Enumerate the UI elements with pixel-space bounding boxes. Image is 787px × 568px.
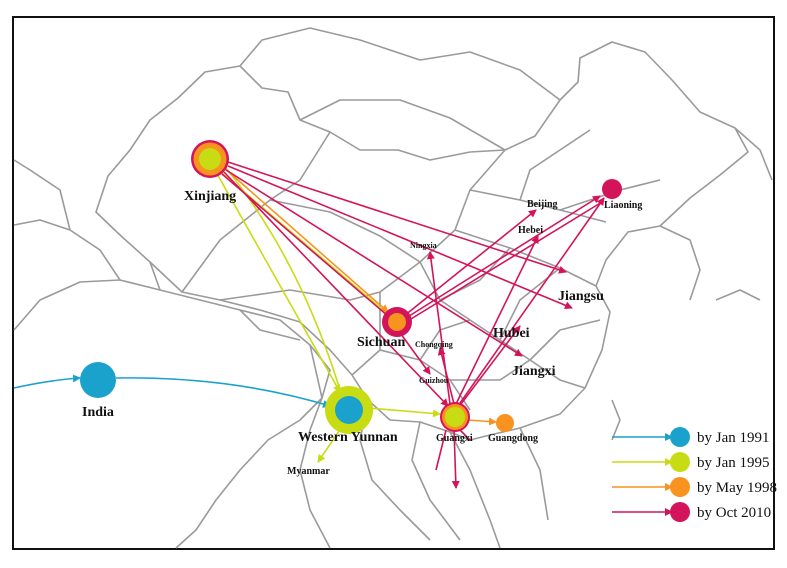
legend-item-2010: by Oct 2010 [612, 502, 771, 522]
flow-arrows [13, 161, 605, 489]
node-xinjiang [191, 140, 229, 178]
node-western-yunnan [325, 386, 373, 434]
legend-item-1995: by Jan 1995 [612, 452, 770, 472]
label-sichuan: Sichuan [357, 335, 405, 350]
arrow-1991-india-yunnan [115, 377, 331, 408]
legend-item-1991: by Jan 1991 [612, 427, 770, 447]
map-frame [12, 16, 775, 550]
label-guangxi: Guangxi [436, 433, 473, 444]
legend-label-1995: by Jan 1995 [697, 455, 770, 471]
label-guizhou: Guizhou [419, 376, 449, 385]
label-myanmar: Myanmar [287, 466, 330, 477]
label-india: India [82, 405, 114, 420]
label-ningxia: Ningxia [410, 241, 437, 250]
node-sichuan [382, 307, 412, 337]
label-guangdong: Guangdong [488, 433, 538, 444]
node-india [80, 362, 116, 398]
china-border [95, 41, 749, 441]
label-western-yunnan: Western Yunnan [298, 430, 398, 445]
label-hebei: Hebei [518, 225, 543, 236]
legend-label-1991: by Jan 1991 [697, 430, 770, 446]
legend-label-2010: by Oct 2010 [697, 505, 771, 521]
arrow-1998-guangxi-guangdong [467, 417, 497, 426]
label-xinjiang: Xinjiang [184, 189, 236, 204]
label-beijing: Beijing [527, 199, 558, 210]
label-jiangsu: Jiangsu [558, 289, 604, 304]
legend-label-1998: by May 1998 [697, 480, 777, 496]
label-hubei: Hubei [493, 326, 530, 341]
node-liaoning [602, 179, 622, 199]
arrow-1991-into-india [13, 374, 81, 389]
arrow-1998-xinjiang-sichuan [221, 165, 389, 313]
label-liaoning: Liaoning [604, 200, 642, 211]
place-nodes [80, 140, 622, 434]
label-jiangxi: Jiangxi [512, 364, 556, 379]
legend-item-1998: by May 1998 [612, 477, 777, 497]
node-guangxi [440, 402, 470, 432]
legend: by Jan 1991 by Jan 1995 by May 1998 by O… [612, 427, 777, 522]
arrow-1995-yunnan-guangxi [367, 407, 441, 418]
label-chongqing: Chongqing [415, 340, 453, 349]
place-labels: Xinjiang Sichuan India Western Yunnan Gu… [82, 189, 642, 477]
node-guangdong [496, 414, 514, 432]
arrow-1995-xinjiang-yunnan [215, 171, 341, 393]
